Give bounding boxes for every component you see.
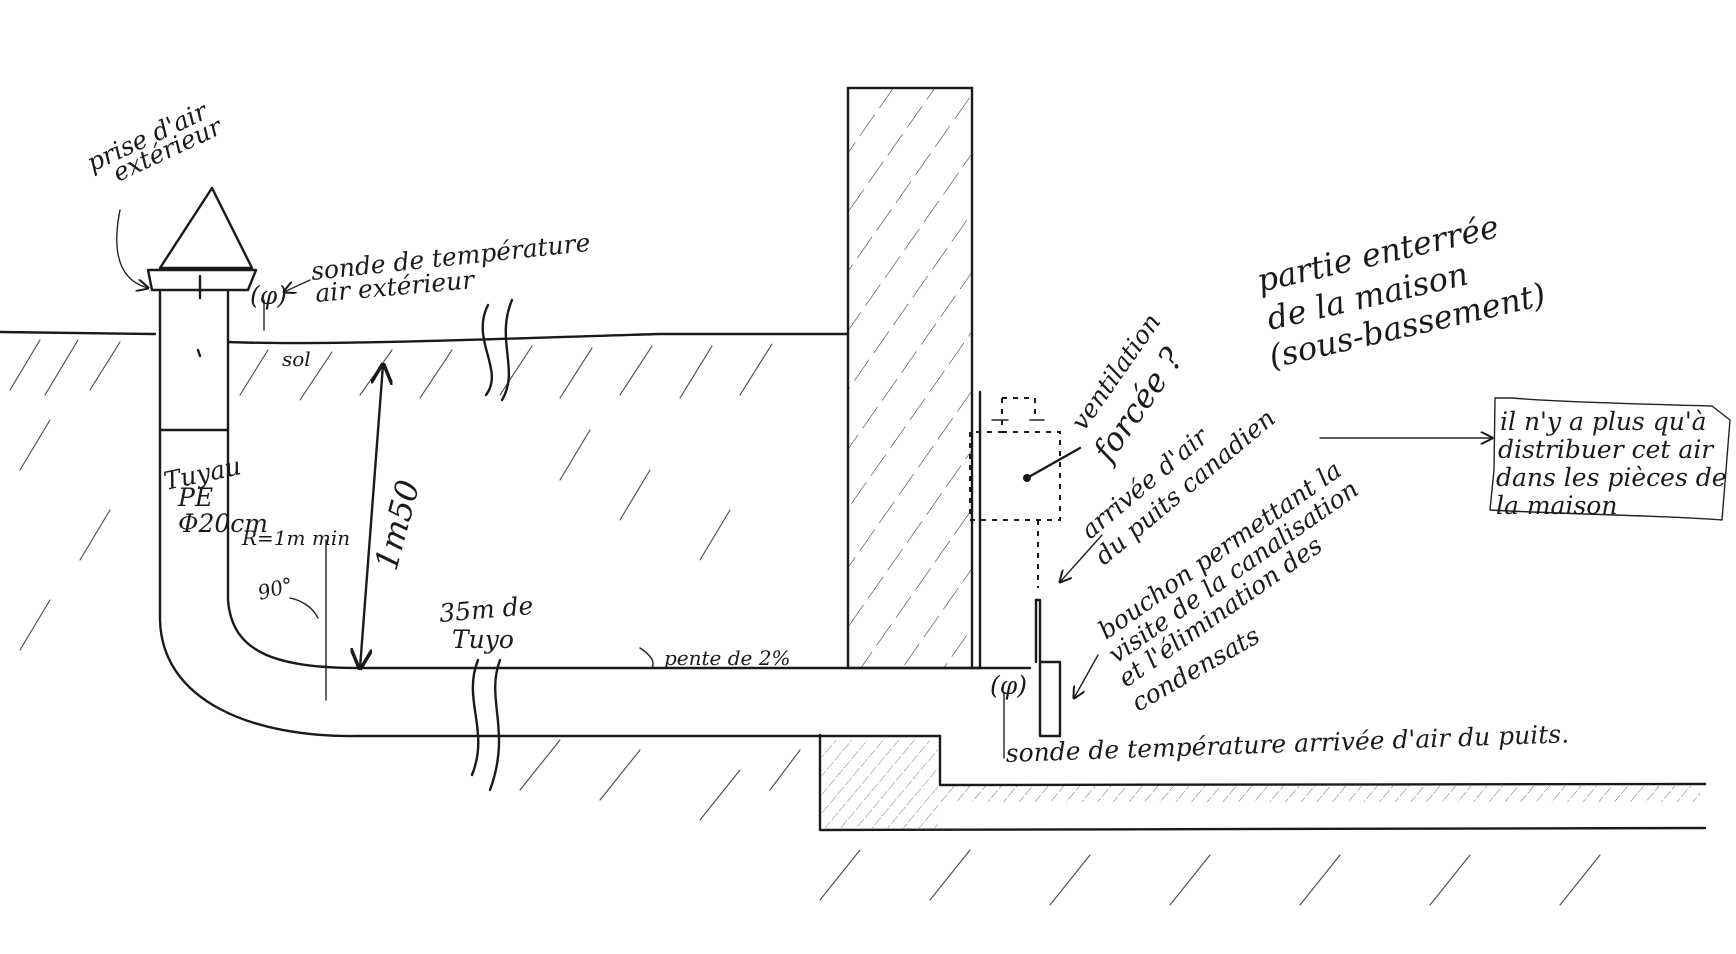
distribution-note: il n'y a plus qu'à distribuer cet air da…: [1496, 407, 1727, 520]
fan-blade: [1025, 446, 1082, 480]
floor-slab-outline: [818, 733, 1707, 832]
pipe-label: Tuyau PE Φ20cm: [161, 451, 268, 538]
inlet-leader-arrow: [1060, 534, 1103, 582]
intake-leader-arrow: [116, 209, 148, 288]
inlet-probe-symbol: (φ): [990, 671, 1027, 700]
intake-riser-top: [158, 290, 230, 432]
ground-surface-line: [0, 330, 850, 345]
intake-inner-mark: [196, 348, 202, 358]
angle-arc: [289, 597, 319, 619]
floor-slab-hatch: [940, 786, 1700, 802]
forced-vent-box: [969, 397, 1061, 588]
depth-label: 1m50: [367, 476, 427, 574]
basement-wall-line: [970, 390, 982, 670]
pipe-end-riser: [1034, 598, 1062, 738]
note-line1: il n'y a plus qu'à: [1500, 407, 1707, 436]
break-symbol-lower: [470, 658, 502, 792]
basement-label: partie enterrée de la maison (sous-basse…: [1253, 207, 1549, 376]
radius-label: R=1m min: [241, 526, 350, 550]
outdoor-probe-symbol: (φ): [250, 281, 287, 310]
length-label-line1: 35m de: [438, 591, 534, 628]
pipe-label-line2: PE: [177, 483, 213, 512]
outdoor-probe-leader: [284, 279, 311, 292]
plug-leader-arrow: [1074, 654, 1099, 698]
ground-label: sol: [282, 347, 311, 371]
soil-hatching: [9, 339, 1601, 906]
angle-label: 90°: [255, 572, 295, 604]
break-symbol-upper: [481, 298, 514, 402]
buried-pipe-outer: [158, 428, 942, 738]
note-line3: dans les pièces de: [1496, 463, 1727, 492]
foundation-wall: [846, 86, 974, 670]
depth-dimension-arrow: [360, 365, 383, 668]
slope-label: pente de 2%: [664, 646, 790, 670]
note-box: [1489, 397, 1731, 521]
intake-cap: [146, 186, 258, 300]
pipe-label-line3: Φ20cm: [178, 509, 268, 538]
slope-indicator: [639, 647, 654, 669]
note-line2: distribuer cet air: [1498, 435, 1715, 464]
length-label-line2: Tuyo: [452, 625, 514, 654]
inlet-probe-label: sonde de température arrivée d'air du pu…: [1005, 719, 1569, 768]
note-line4: la maison: [1496, 491, 1617, 520]
intake-label: prise d'air extérieur: [82, 96, 228, 188]
footing-hatch: [822, 740, 938, 828]
